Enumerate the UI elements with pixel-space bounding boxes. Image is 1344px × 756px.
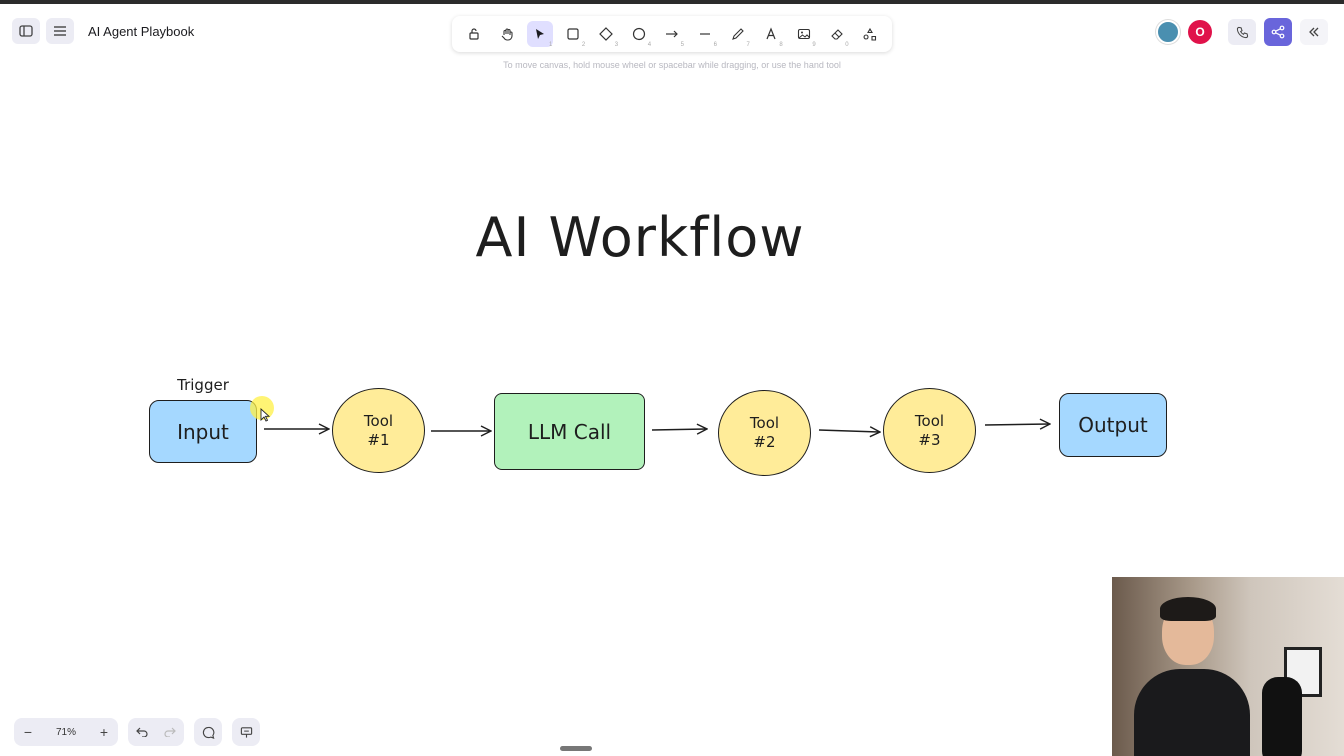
node-output-label: Output	[1078, 413, 1148, 437]
text-icon[interactable]: 8	[758, 21, 784, 48]
node-tool1-label: Tool #1	[363, 411, 394, 449]
diamond-shortcut: 3	[614, 42, 619, 48]
ellipse-icon[interactable]: 4	[626, 21, 652, 48]
zoom-level[interactable]: 71%	[55, 726, 76, 738]
top-left-controls: AI Agent Playbook	[12, 18, 194, 44]
horizontal-scroll-handle[interactable]	[560, 746, 592, 751]
rectangle-shortcut: 2	[581, 42, 586, 48]
selection-shortcut: 1	[548, 42, 553, 48]
trigger-label[interactable]: Trigger	[177, 376, 229, 394]
node-input[interactable]: Input	[149, 400, 257, 463]
presenter-body	[1134, 669, 1250, 756]
shape-toolbar: 1 2 3 4 5 6 7 8 9 0	[452, 16, 892, 52]
diagram-title[interactable]: AI Workflow	[475, 206, 805, 269]
share-icon[interactable]	[1264, 18, 1292, 46]
more-tools-icon[interactable]	[857, 21, 883, 47]
text-shortcut: 8	[779, 42, 783, 48]
node-output[interactable]: Output	[1059, 393, 1167, 457]
ellipse-shortcut: 4	[647, 42, 652, 48]
pencil-icon[interactable]: 7	[725, 21, 751, 48]
presentation-controls	[232, 718, 260, 746]
node-llm-call[interactable]: LLM Call	[494, 393, 645, 470]
line-shortcut: 6	[713, 42, 717, 48]
comment-icon[interactable]	[194, 718, 222, 746]
collapse-panel-icon[interactable]	[1300, 19, 1328, 45]
line-icon[interactable]: 6	[692, 21, 718, 48]
image-shortcut: 9	[812, 42, 816, 48]
node-tool3-label: Tool #3	[914, 411, 945, 449]
chair-silhouette	[1262, 677, 1302, 756]
main-menu-icon[interactable]	[46, 18, 74, 44]
zoom-controls: − 71% +	[14, 718, 118, 746]
phone-icon[interactable]	[1228, 19, 1256, 45]
collaborator-avatar-initial[interactable]: O	[1188, 20, 1212, 44]
collaborator-avatar[interactable]	[1156, 20, 1180, 44]
hand-icon[interactable]	[494, 21, 520, 47]
bottom-left-controls: − 71% +	[14, 718, 260, 746]
node-tool3[interactable]: Tool #3	[883, 388, 976, 473]
zoom-in-icon[interactable]: +	[99, 724, 109, 740]
arrow-shortcut: 5	[680, 42, 684, 48]
rectangle-icon[interactable]: 2	[560, 21, 586, 48]
undo-icon[interactable]	[128, 718, 156, 746]
window-top-edge	[0, 0, 1344, 4]
selection-icon[interactable]: 1	[527, 21, 554, 48]
redo-icon[interactable]	[156, 718, 184, 746]
eraser-icon[interactable]: 0	[824, 21, 850, 48]
diamond-icon[interactable]: 3	[593, 21, 619, 48]
canvas-hint: To move canvas, hold mouse wheel or spac…	[503, 60, 841, 70]
history-controls	[128, 718, 184, 746]
arrow-icon[interactable]: 5	[659, 21, 685, 48]
node-tool1[interactable]: Tool #1	[332, 388, 425, 473]
document-title[interactable]: AI Agent Playbook	[88, 23, 195, 39]
sidebar-toggle-icon[interactable]	[12, 18, 40, 44]
comment-controls	[194, 718, 222, 746]
webcam-overlay	[1112, 577, 1344, 756]
presentation-icon[interactable]	[232, 718, 260, 746]
presenter-hair	[1160, 597, 1216, 621]
zoom-out-icon[interactable]: −	[23, 724, 33, 740]
top-right-controls: O	[1156, 18, 1328, 46]
node-llm-label: LLM Call	[527, 419, 612, 444]
node-input-label: Input	[177, 419, 229, 444]
mouse-cursor-icon	[260, 407, 271, 425]
node-tool2-label: Tool #2	[749, 414, 780, 451]
node-tool2[interactable]: Tool #2	[718, 390, 811, 476]
draw-shortcut: 7	[746, 42, 750, 48]
eraser-shortcut: 0	[845, 42, 849, 48]
lock-icon[interactable]	[461, 21, 487, 47]
image-icon[interactable]: 9	[791, 21, 817, 48]
